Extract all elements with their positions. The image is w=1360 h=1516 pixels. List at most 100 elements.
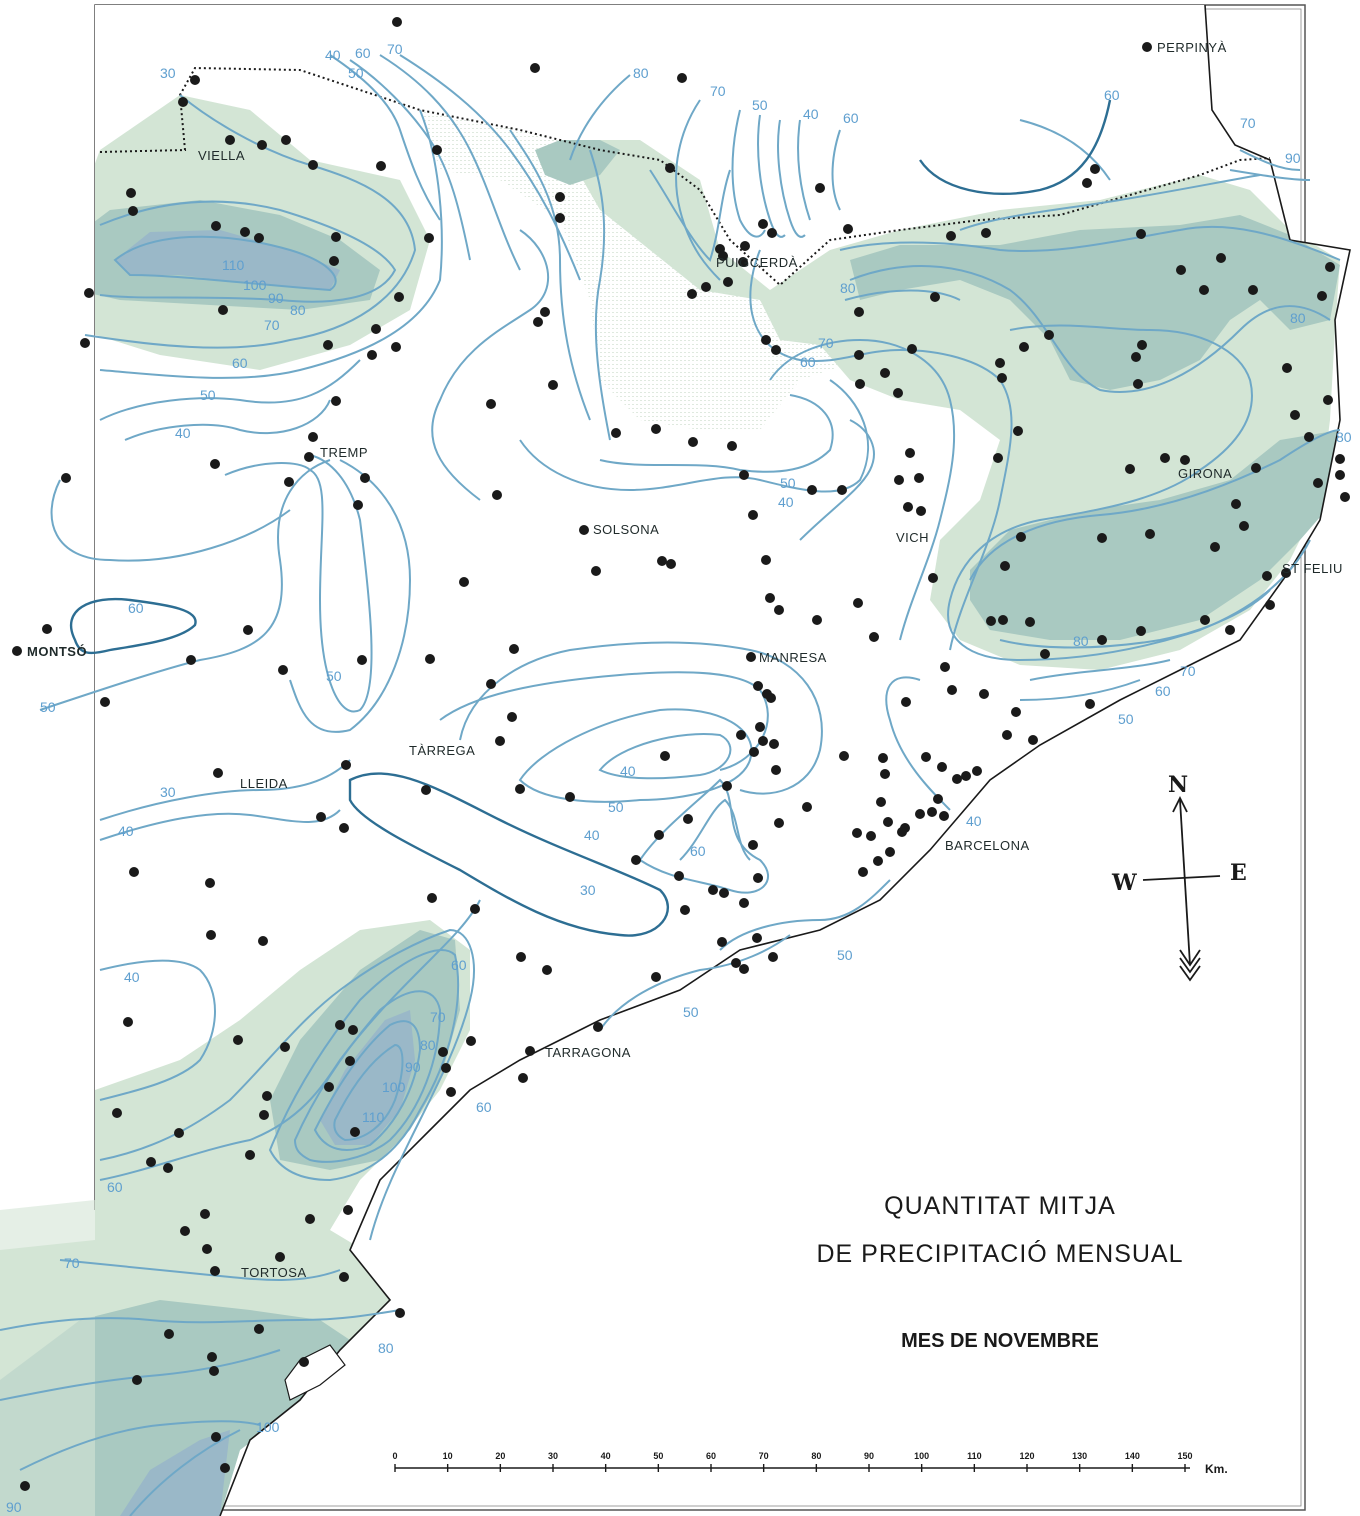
station-dot xyxy=(921,752,931,762)
isohyet-label: 50 xyxy=(683,1004,699,1020)
scale-tick-label: 60 xyxy=(706,1451,716,1461)
city-label-manresa: MANRESA xyxy=(759,650,827,665)
station-dot xyxy=(915,809,925,819)
isohyet-label: 110 xyxy=(222,257,245,273)
station-dot xyxy=(755,722,765,732)
station-dot xyxy=(1133,379,1143,389)
station-dot xyxy=(1199,285,1209,295)
station-dot xyxy=(591,566,601,576)
station-dot xyxy=(530,63,540,73)
station-dot xyxy=(555,213,565,223)
station-dot xyxy=(129,867,139,877)
station-dot xyxy=(205,878,215,888)
station-dot xyxy=(1225,625,1235,635)
station-dot xyxy=(723,277,733,287)
station-dot xyxy=(893,388,903,398)
station-dot xyxy=(1335,470,1345,480)
station-dot xyxy=(916,506,926,516)
station-dot xyxy=(518,1073,528,1083)
isohyet-label: 90 xyxy=(268,290,284,306)
station-dot xyxy=(1262,571,1272,581)
map-title-line2: DE PRECIPITACIÓ MENSUAL xyxy=(816,1240,1184,1268)
city-label-viella: VIELLA xyxy=(198,148,245,163)
station-dot xyxy=(218,305,228,315)
station-dot xyxy=(486,399,496,409)
station-dot xyxy=(940,662,950,672)
station-dot xyxy=(516,952,526,962)
station-dot xyxy=(853,598,863,608)
scale-tick-label: 70 xyxy=(759,1451,769,1461)
station-dot xyxy=(939,811,949,821)
station-dot xyxy=(1251,463,1261,473)
station-dot xyxy=(765,593,775,603)
scale-tick-label: 0 xyxy=(392,1451,397,1461)
station-dot xyxy=(209,1366,219,1376)
isohyet-label: 30 xyxy=(160,784,176,800)
station-dot xyxy=(308,432,318,442)
wet-zone-small-pyrenees xyxy=(535,140,620,185)
station-dot xyxy=(768,952,778,962)
station-dot xyxy=(1282,363,1292,373)
station-dot xyxy=(749,747,759,757)
scale-tick-label: 150 xyxy=(1177,1451,1192,1461)
station-dot xyxy=(391,342,401,352)
station-dot xyxy=(100,697,110,707)
isohyet-label: 70 xyxy=(264,317,280,333)
isohyet-label: 40 xyxy=(966,813,982,829)
station-dot xyxy=(259,1110,269,1120)
isohyet-label: 50 xyxy=(752,97,768,113)
wet-zone-girona-dark xyxy=(970,430,1340,640)
isohyet-label: 80 xyxy=(1336,429,1352,445)
station-dot xyxy=(843,224,853,234)
station-dot xyxy=(986,616,996,626)
isohyet-label: 70 xyxy=(818,335,834,351)
station-dot xyxy=(1131,352,1141,362)
station-dot xyxy=(178,97,188,107)
station-dot xyxy=(190,75,200,85)
station-dot xyxy=(878,753,888,763)
station-dot xyxy=(126,188,136,198)
isohyet-label: 40 xyxy=(325,47,341,63)
station-dot xyxy=(438,1047,448,1057)
station-dot xyxy=(930,292,940,302)
station-dot xyxy=(345,1056,355,1066)
isohyet-label: 50 xyxy=(200,387,216,403)
station-dot xyxy=(565,792,575,802)
station-dot xyxy=(525,1046,535,1056)
station-dot xyxy=(367,350,377,360)
isohyet-label: 80 xyxy=(378,1340,394,1356)
station-dot xyxy=(1040,649,1050,659)
station-dot xyxy=(392,17,402,27)
isohyet-label: 40 xyxy=(118,823,134,839)
station-dot xyxy=(611,428,621,438)
station-dot xyxy=(998,615,1008,625)
isohyet-label: 60 xyxy=(800,354,816,370)
station-dot xyxy=(771,345,781,355)
city-label-st-feliu: ST FELIU xyxy=(1282,561,1343,576)
station-dot xyxy=(240,227,250,237)
station-dot xyxy=(1142,42,1152,52)
weather-stations xyxy=(12,17,1350,1491)
station-dot xyxy=(722,781,732,791)
station-dot xyxy=(304,452,314,462)
station-dot xyxy=(855,379,865,389)
station-dot xyxy=(163,1163,173,1173)
station-dot xyxy=(727,441,737,451)
station-dot xyxy=(752,933,762,943)
station-dot xyxy=(174,1128,184,1138)
station-dot xyxy=(202,1244,212,1254)
isohyet-label: 70 xyxy=(430,1009,446,1025)
city-label-vich: VICH xyxy=(896,530,929,545)
station-dot xyxy=(748,510,758,520)
station-dot xyxy=(739,964,749,974)
station-dot xyxy=(331,396,341,406)
station-dot xyxy=(542,965,552,975)
isohyet-label: 100 xyxy=(243,277,267,293)
station-dot xyxy=(446,1087,456,1097)
station-dot xyxy=(894,475,904,485)
station-dot xyxy=(1239,521,1249,531)
station-dot xyxy=(424,233,434,243)
station-dot xyxy=(441,1063,451,1073)
isohyet-label: 80 xyxy=(840,280,856,296)
station-dot xyxy=(815,183,825,193)
